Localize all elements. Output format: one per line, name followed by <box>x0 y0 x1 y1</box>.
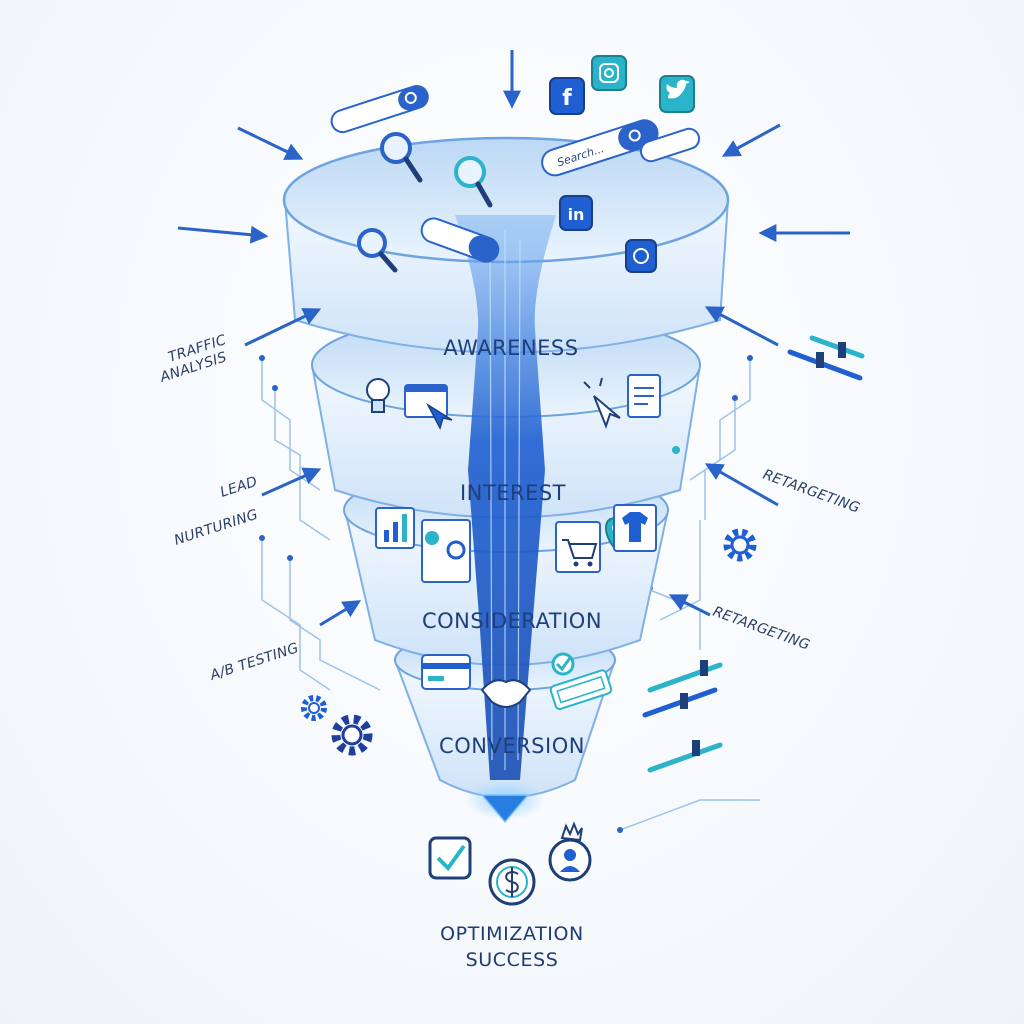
facebook-icon: f <box>549 77 585 115</box>
search-bar-right <box>639 127 701 163</box>
inward-arrows <box>177 50 850 627</box>
side-label-retargeting-upper: RETARGETING <box>761 467 862 517</box>
shirt-icon <box>613 504 657 552</box>
search-bar-inner <box>420 217 500 263</box>
stage-label-interest: INTEREST <box>460 481 566 505</box>
threads-icon <box>625 239 657 273</box>
dollar-coin-icon <box>488 858 536 906</box>
stage-label-consideration: CONSIDERATION <box>422 609 602 633</box>
svg-text:in: in <box>568 205 585 224</box>
gear-icon <box>723 528 757 562</box>
lightbulb-icon <box>366 378 390 413</box>
indicator-dot <box>672 446 680 454</box>
cursor-click-icon <box>583 377 621 429</box>
document-icon <box>627 374 661 418</box>
magnifier-icon <box>454 156 493 208</box>
outcome-label-line1: OPTIMIZATION <box>440 923 584 945</box>
user-avatar-icon <box>548 838 592 882</box>
report-icon <box>421 519 471 583</box>
stage-label-conversion: CONVERSION <box>439 734 585 758</box>
circuit-lines <box>261 360 760 831</box>
magnifier-icon <box>357 228 398 273</box>
checkmark-icon <box>551 652 575 676</box>
search-icon <box>404 91 417 104</box>
handshake-icon <box>480 679 532 708</box>
checkbox-icon <box>428 836 472 880</box>
ticket-icon <box>549 669 613 711</box>
instagram-icon <box>591 55 627 91</box>
data-beam <box>455 215 556 824</box>
twitter-icon <box>659 75 695 113</box>
magnifier-icon <box>380 132 423 183</box>
search-bar-top <box>330 84 429 134</box>
crown-icon <box>560 821 583 842</box>
slider-icon <box>787 335 865 381</box>
search-icon <box>628 129 641 142</box>
linkedin-icon: in <box>559 195 593 231</box>
side-label-traffic-analysis: TRAFFIC ANALYSIS <box>157 332 228 386</box>
side-label-lead-nurturing: LEAD NURTURING <box>172 474 260 549</box>
credit-card-icon <box>421 654 471 690</box>
svg-text:f: f <box>562 86 572 111</box>
stage-label-awareness: AWARENESS <box>443 336 578 360</box>
side-label-ab-testing: A/B TESTING <box>207 640 300 684</box>
side-label-retargeting-lower: RETARGETING <box>711 604 812 654</box>
gear-icon <box>331 714 373 756</box>
svg-text:NURTURING: NURTURING <box>172 507 260 549</box>
svg-text:LEAD: LEAD <box>218 474 259 501</box>
slider-icon <box>642 660 723 773</box>
browser-cursor-icon <box>404 384 453 430</box>
outcome-label-line2: SUCCESS <box>466 949 559 971</box>
gear-icon <box>301 695 327 721</box>
bar-chart-icon <box>375 507 415 549</box>
search-bar-main: Search... <box>541 119 659 177</box>
shopping-cart-icon <box>555 521 601 573</box>
